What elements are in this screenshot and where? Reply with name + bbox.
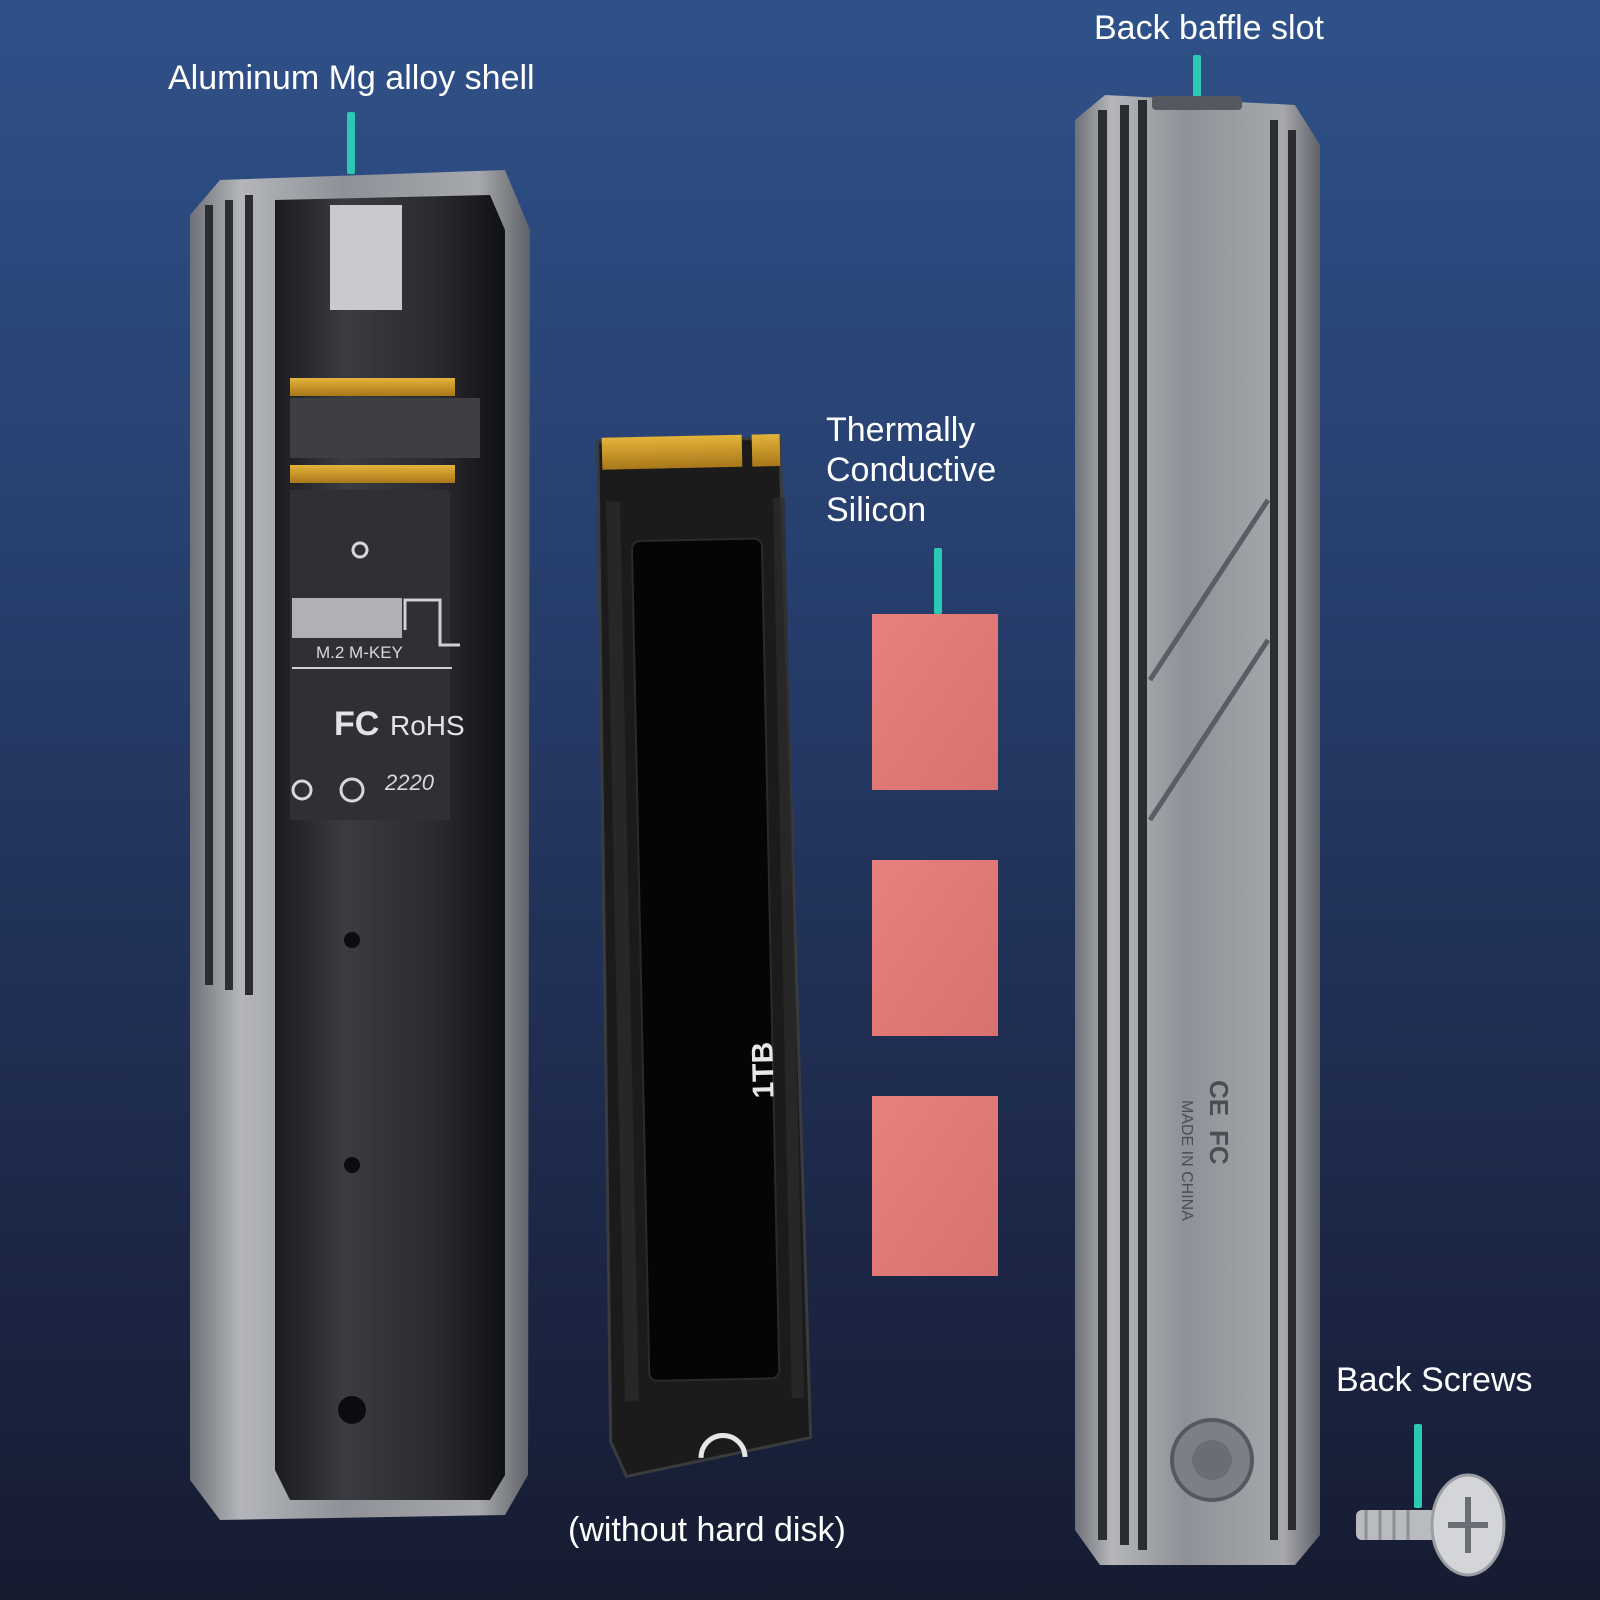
shell-label-type: M.2 M-KEY xyxy=(316,643,403,662)
screw-hole xyxy=(344,932,360,948)
callout-leader-shell xyxy=(347,112,355,174)
shell-label-rohs: RoHS xyxy=(390,710,465,741)
callout-thermal-line3: Silicon xyxy=(826,491,927,529)
usb-port xyxy=(330,205,402,310)
cover-fin xyxy=(1138,100,1147,1550)
cover-groove xyxy=(1147,498,1271,682)
gold-contacts xyxy=(290,465,455,483)
callout-aluminum-shell: Aluminum Mg alloy shell xyxy=(168,59,535,97)
thermal-pad xyxy=(872,1096,998,1276)
cover-label-fc: FC xyxy=(1204,1130,1234,1165)
thermal-pad xyxy=(872,614,998,790)
screw-hole xyxy=(338,1396,366,1424)
shell-label-fc: FC xyxy=(334,705,379,743)
callout-thermal-line1: Thermally xyxy=(826,411,976,449)
shell-label-size: 2220 xyxy=(384,770,435,795)
callout-back-screws: Back Screws xyxy=(1336,1361,1533,1399)
cover-label-origin: MADE IN CHINA xyxy=(1178,1100,1195,1221)
callout-leader-baffle xyxy=(1193,55,1201,103)
shell-fin xyxy=(225,200,233,990)
shell-fin xyxy=(245,195,253,995)
ssd-label xyxy=(631,537,781,1382)
ssd-capacity-label: 1TB xyxy=(746,1041,780,1098)
ssd-gold-fingers xyxy=(751,434,781,467)
cover-label-ce: CE xyxy=(1204,1080,1234,1116)
callout-back-baffle-slot: Back baffle slot xyxy=(1094,9,1324,47)
mount-hole xyxy=(291,779,313,801)
back-screw xyxy=(1356,1473,1506,1577)
thermal-pads xyxy=(872,614,998,1276)
back-baffle-slot xyxy=(1152,96,1242,110)
screw-hole xyxy=(344,1157,360,1173)
aluminum-back-cover: CE FC MADE IN CHINA xyxy=(1075,95,1320,1565)
aluminum-shell-open: M.2 M-KEY FC RoHS 2220 xyxy=(190,170,530,1520)
ssd-gold-fingers xyxy=(601,434,743,470)
cover-fin xyxy=(1288,130,1296,1530)
caption-without-hard-disk: (without hard disk) xyxy=(568,1511,846,1549)
mount-hole xyxy=(339,777,365,803)
m2-ssd: 1TB xyxy=(596,434,813,1479)
callout-leader-silicon xyxy=(934,548,942,614)
cover-fin xyxy=(1120,105,1129,1545)
cover-screw-hole xyxy=(1192,1440,1232,1480)
shell-fin xyxy=(205,205,213,985)
ssd-screw-notch xyxy=(698,1432,748,1458)
callout-thermal-line2: Conductive xyxy=(826,451,997,489)
gold-contacts xyxy=(290,378,455,396)
callout-thermal-silicon: Thermally Conductive Silicon xyxy=(826,410,996,530)
thermal-pad xyxy=(872,860,998,1036)
callout-leader-screws xyxy=(1414,1424,1422,1508)
cover-groove xyxy=(1147,638,1271,822)
mount-hole xyxy=(351,541,369,559)
cover-fin xyxy=(1098,110,1107,1540)
cover-fin xyxy=(1270,120,1278,1540)
